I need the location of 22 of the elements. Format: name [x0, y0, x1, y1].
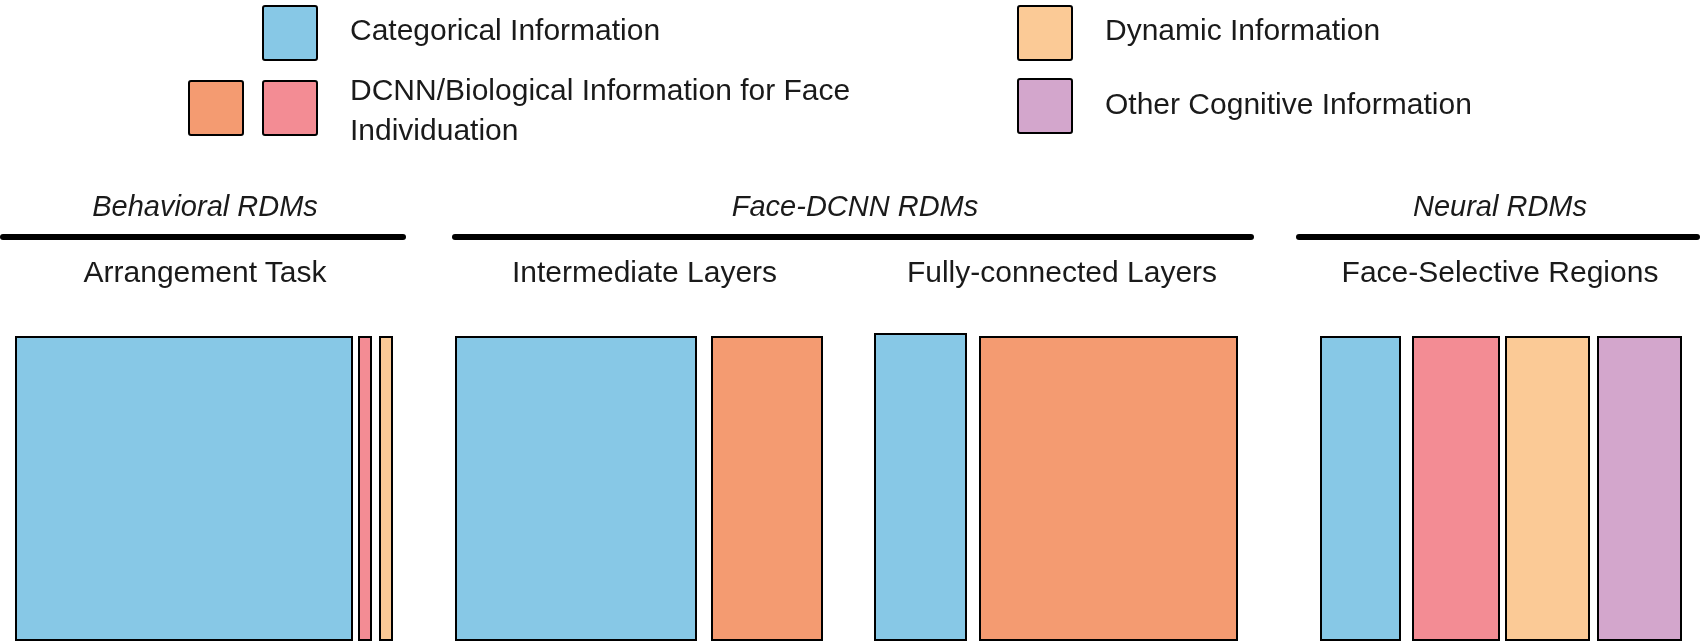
panel-heading: Face-Selective Regions: [1340, 254, 1660, 290]
bar: [15, 336, 353, 641]
bar: [1597, 336, 1682, 641]
bar: [358, 336, 372, 641]
bar: [711, 336, 823, 641]
bar: [874, 333, 967, 641]
panel-heading: Intermediate Layers: [510, 254, 779, 290]
bar: [1505, 336, 1590, 641]
legend-label: Categorical Information: [350, 12, 662, 48]
section-heading: Face-DCNN RDMs: [730, 189, 980, 224]
bar: [979, 336, 1238, 641]
legend-label: Dynamic Information: [1105, 12, 1382, 48]
bar: [1320, 336, 1401, 641]
section-heading: Behavioral RDMs: [91, 189, 319, 224]
legend-label: DCNN/Biological Information for Face Individuation: [350, 72, 852, 148]
bar: [455, 336, 697, 641]
panel-heading: Arrangement Task: [82, 254, 328, 290]
panel-heading: Fully-connected Layers: [905, 254, 1219, 290]
bar: [379, 336, 393, 641]
legend-label: Other Cognitive Information: [1105, 86, 1473, 122]
section-heading: Neural RDMs: [1412, 189, 1588, 224]
bar: [1412, 336, 1500, 641]
